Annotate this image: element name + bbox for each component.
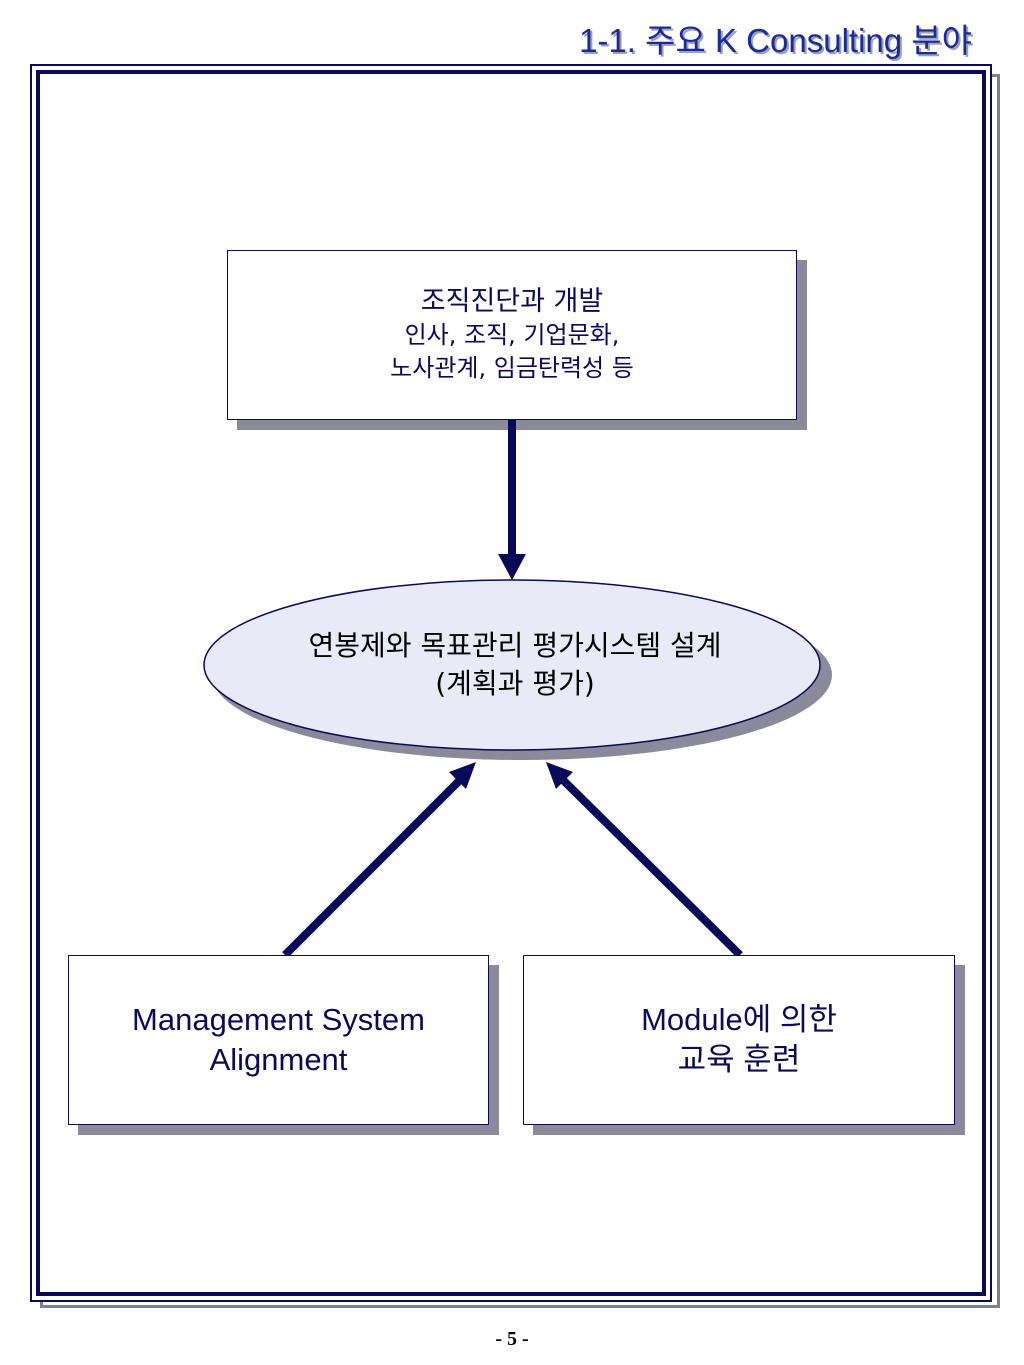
salary-system-line2: (계획과 평가) bbox=[435, 667, 595, 700]
module-training-line1: Module에 의한 bbox=[641, 1002, 837, 1037]
down-arrow-head bbox=[498, 554, 526, 580]
right-arrow-line bbox=[560, 777, 743, 958]
left-arrow-line bbox=[282, 777, 463, 958]
left-arrow-head bbox=[449, 762, 476, 789]
salary-system-ellipse: 연봉제와 목표관리 평가시스템 설계 (계획과 평가) bbox=[205, 580, 825, 750]
org-diagnosis-box: 조직진단과 개발 인사, 조직, 기업문화, 노사관계, 임금탄력성 등 bbox=[227, 250, 797, 420]
management-system-line1: Management System bbox=[132, 1002, 425, 1037]
org-diagnosis-line2: 노사관계, 임금탄력성 등 bbox=[390, 354, 634, 382]
inner-frame bbox=[36, 70, 986, 1296]
module-training-box: Module에 의한 교육 훈련 bbox=[523, 955, 955, 1125]
page-title: 1-1. 주요 K Consulting 분야 bbox=[579, 22, 972, 59]
management-system-box: Management System Alignment bbox=[68, 955, 489, 1125]
org-diagnosis-title: 조직진단과 개발 bbox=[420, 286, 604, 317]
org-diagnosis-line1: 인사, 조직, 기업문화, bbox=[404, 321, 620, 349]
module-training-line2: 교육 훈련 bbox=[677, 1042, 801, 1077]
management-system-line2: Alignment bbox=[209, 1042, 348, 1077]
page-number: - 5 - bbox=[495, 1328, 529, 1350]
salary-system-line1: 연봉제와 목표관리 평가시스템 설계 bbox=[308, 629, 722, 662]
right-arrow-head bbox=[546, 762, 573, 789]
